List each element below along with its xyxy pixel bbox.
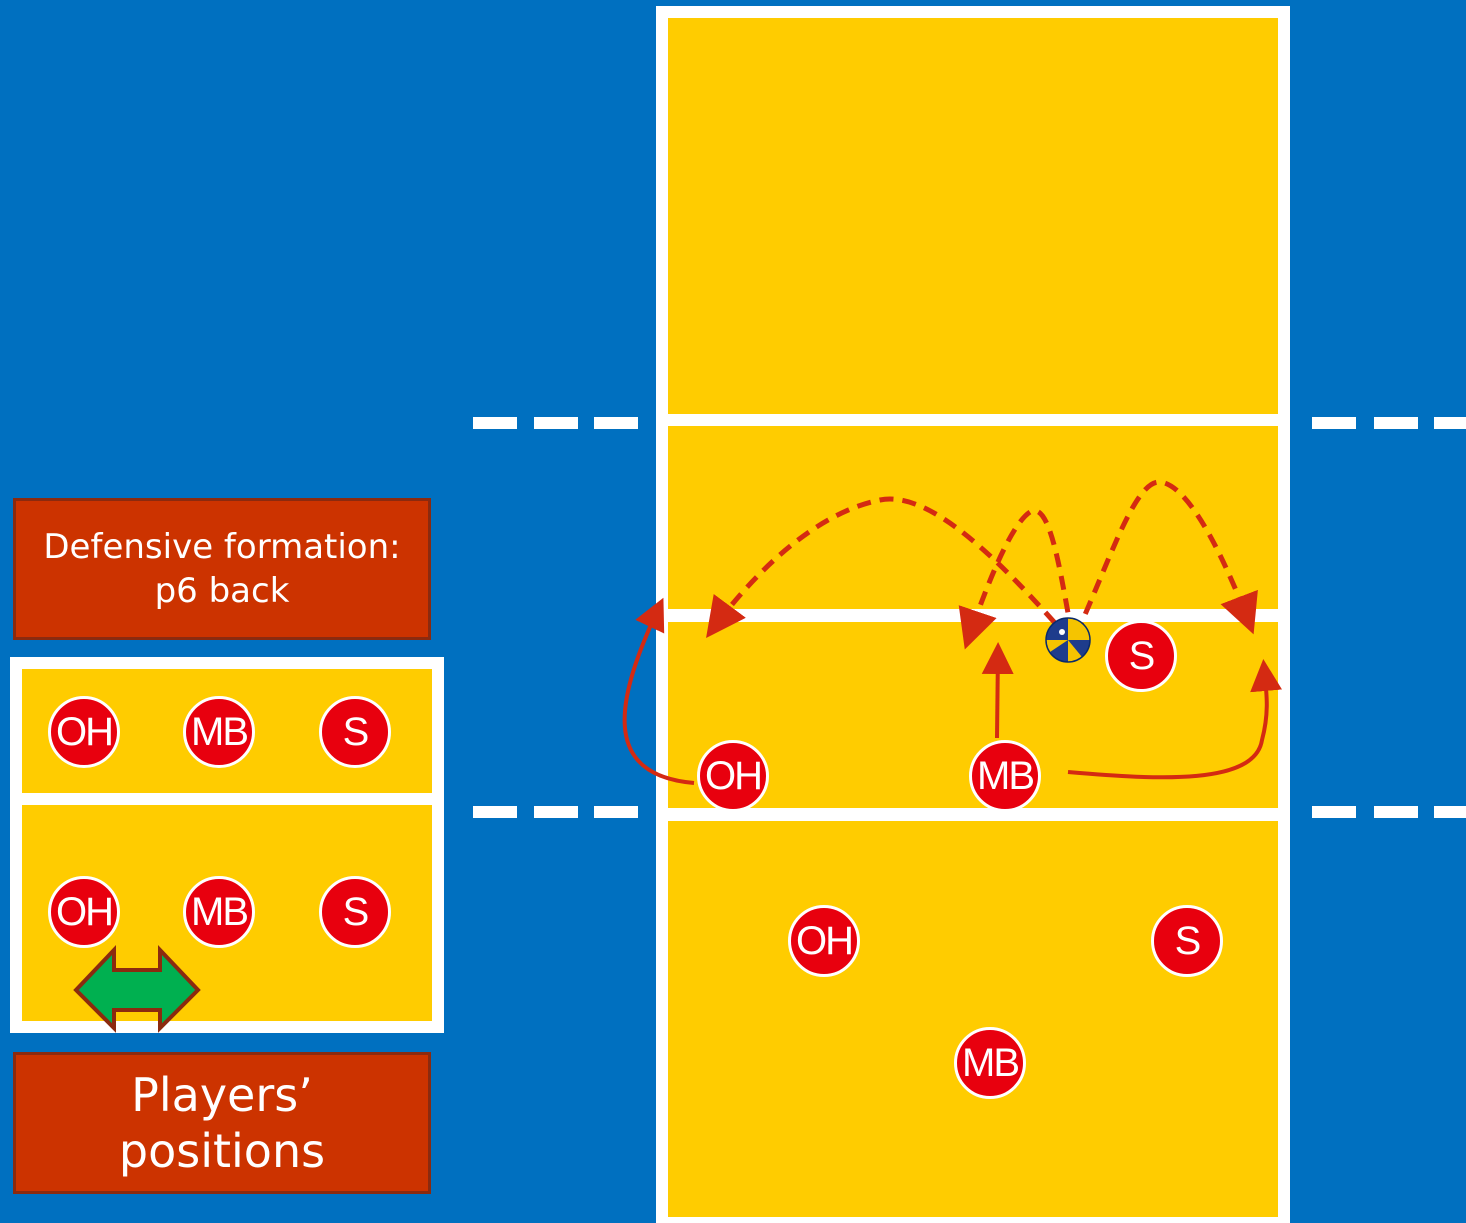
legend-player-s-front: S bbox=[319, 696, 391, 768]
mb-move-right-arrow bbox=[1067, 659, 1283, 780]
set-trajectory-middle bbox=[958, 508, 1075, 650]
court-player-s-front: S bbox=[1105, 620, 1177, 692]
opponent-front-zone bbox=[668, 426, 1278, 609]
attack-line-dash bbox=[534, 806, 578, 818]
double-arrow-icon bbox=[73, 944, 201, 1033]
attack-line-dash bbox=[594, 806, 638, 818]
positions-label-text: Players’ positions bbox=[118, 1068, 326, 1178]
legend-player-s-back: S bbox=[319, 876, 391, 948]
formation-label: Defensive formation: p6 back bbox=[13, 498, 431, 640]
attack-line-dash bbox=[1374, 417, 1418, 429]
legend-player-mb-back: MB bbox=[183, 876, 255, 948]
set-trajectory-left bbox=[706, 496, 1072, 642]
court-player-mb-back: MB bbox=[954, 1027, 1026, 1099]
attack-line-dash bbox=[473, 806, 517, 818]
court-player-oh-back: OH bbox=[788, 905, 860, 977]
volleyball-icon bbox=[1045, 617, 1091, 663]
set-trajectory-right bbox=[1073, 479, 1258, 637]
attack-line-dash bbox=[1434, 417, 1466, 429]
legend-player-mb-front: MB bbox=[183, 696, 255, 768]
attack-line-dash bbox=[1312, 417, 1356, 429]
court-player-s-back: S bbox=[1151, 905, 1223, 977]
legend-player-oh-front: OH bbox=[48, 696, 120, 768]
court-player-oh-front: OH bbox=[697, 740, 769, 812]
attack-line-dash bbox=[1434, 806, 1466, 818]
attack-line-dash bbox=[1312, 806, 1356, 818]
legend-player-oh-back: OH bbox=[48, 876, 120, 948]
oh-move-arrow bbox=[622, 597, 695, 785]
court-player-mb-front: MB bbox=[969, 740, 1041, 812]
back-zone bbox=[668, 821, 1278, 1217]
positions-label: Players’ positions bbox=[13, 1052, 431, 1194]
attack-line-dash bbox=[473, 417, 517, 429]
mb-move-up-arrow bbox=[981, 642, 1014, 739]
attack-line-dash bbox=[1374, 806, 1418, 818]
opponent-back-zone bbox=[668, 18, 1278, 414]
formation-label-text: Defensive formation: p6 back bbox=[43, 527, 401, 611]
attack-line-dash bbox=[594, 417, 638, 429]
attack-line-dash bbox=[534, 417, 578, 429]
